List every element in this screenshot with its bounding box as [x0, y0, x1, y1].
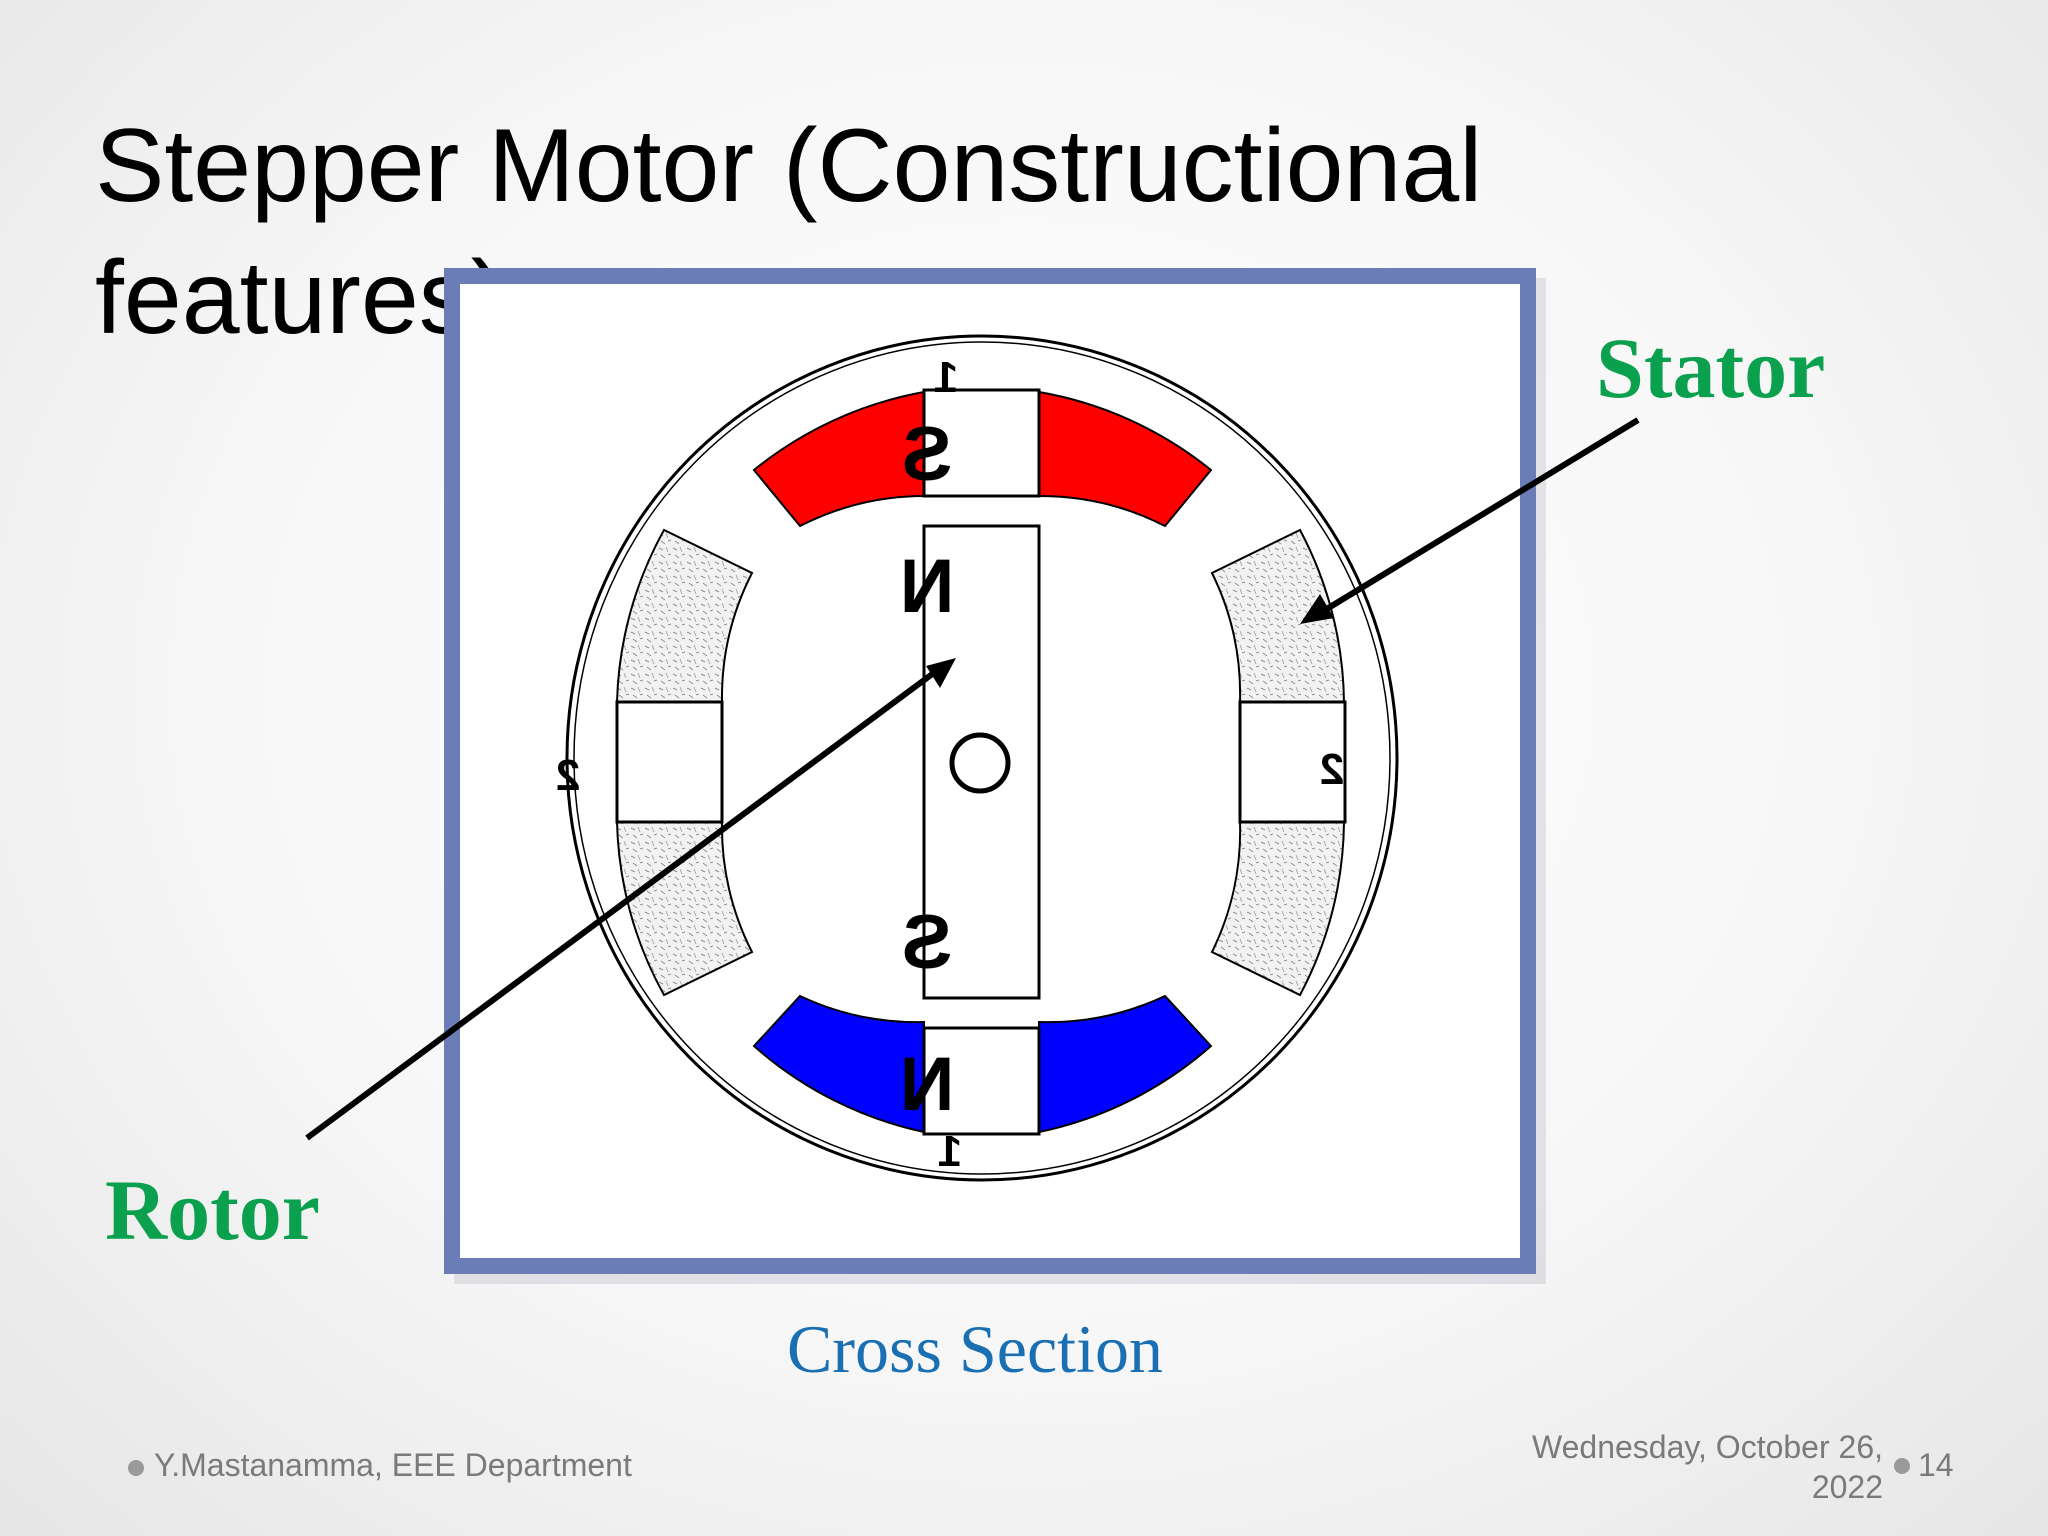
pole-letter-top-stator: S — [902, 412, 953, 497]
pole-letter-rotor-bottom: S — [902, 900, 953, 985]
footer-author: Y.Mastanamma, EEE Department — [128, 1447, 632, 1484]
slide-title-line-1: Stepper Motor (Constructional — [95, 108, 1483, 224]
bullet-icon — [128, 1459, 144, 1476]
page-bullet-icon — [1894, 1458, 1910, 1474]
pole-letter-bottom-stator: N — [900, 1042, 955, 1127]
pole-letter-rotor-top: N — [900, 544, 955, 629]
phase-label-left: 2 — [556, 751, 580, 800]
stator-pointer-arrow — [1323, 417, 1640, 613]
footer-date-line-2: 2022 — [1811, 1469, 1883, 1505]
slide-title: Stepper Motor (Constructional features) — [95, 100, 1695, 364]
stator-label: Stator — [1596, 320, 1826, 416]
footer-date: Wednesday, October 26, 2022 — [1463, 1427, 1883, 1507]
phase-label-bottom: 1 — [938, 1127, 962, 1176]
stator-tooth-right — [1238, 700, 1347, 824]
footer-date-line-1: Wednesday, October 26, — [1531, 1429, 1883, 1465]
stator-tooth-top — [922, 388, 1041, 498]
rotor-pointer-arrow — [305, 669, 937, 1141]
page-number: 14 — [1918, 1447, 1954, 1483]
stator-arrowhead — [1300, 594, 1334, 624]
stator-tooth-bottom — [922, 1026, 1041, 1136]
phase-label-top: 1 — [934, 353, 958, 402]
rotor-label: Rotor — [105, 1162, 320, 1258]
rotor-shaft — [949, 732, 1011, 794]
stator-tooth-left — [615, 700, 724, 824]
slide-title-line-2: features) — [95, 240, 506, 356]
diagram-caption: Cross Section — [787, 1311, 1163, 1387]
stator-outer-ring-inner-edge — [573, 341, 1391, 1175]
rotor-arrowhead — [926, 658, 956, 688]
phase-label-right: 2 — [1320, 745, 1344, 794]
footer-author-text: Y.Mastanamma, EEE Department — [154, 1447, 632, 1483]
